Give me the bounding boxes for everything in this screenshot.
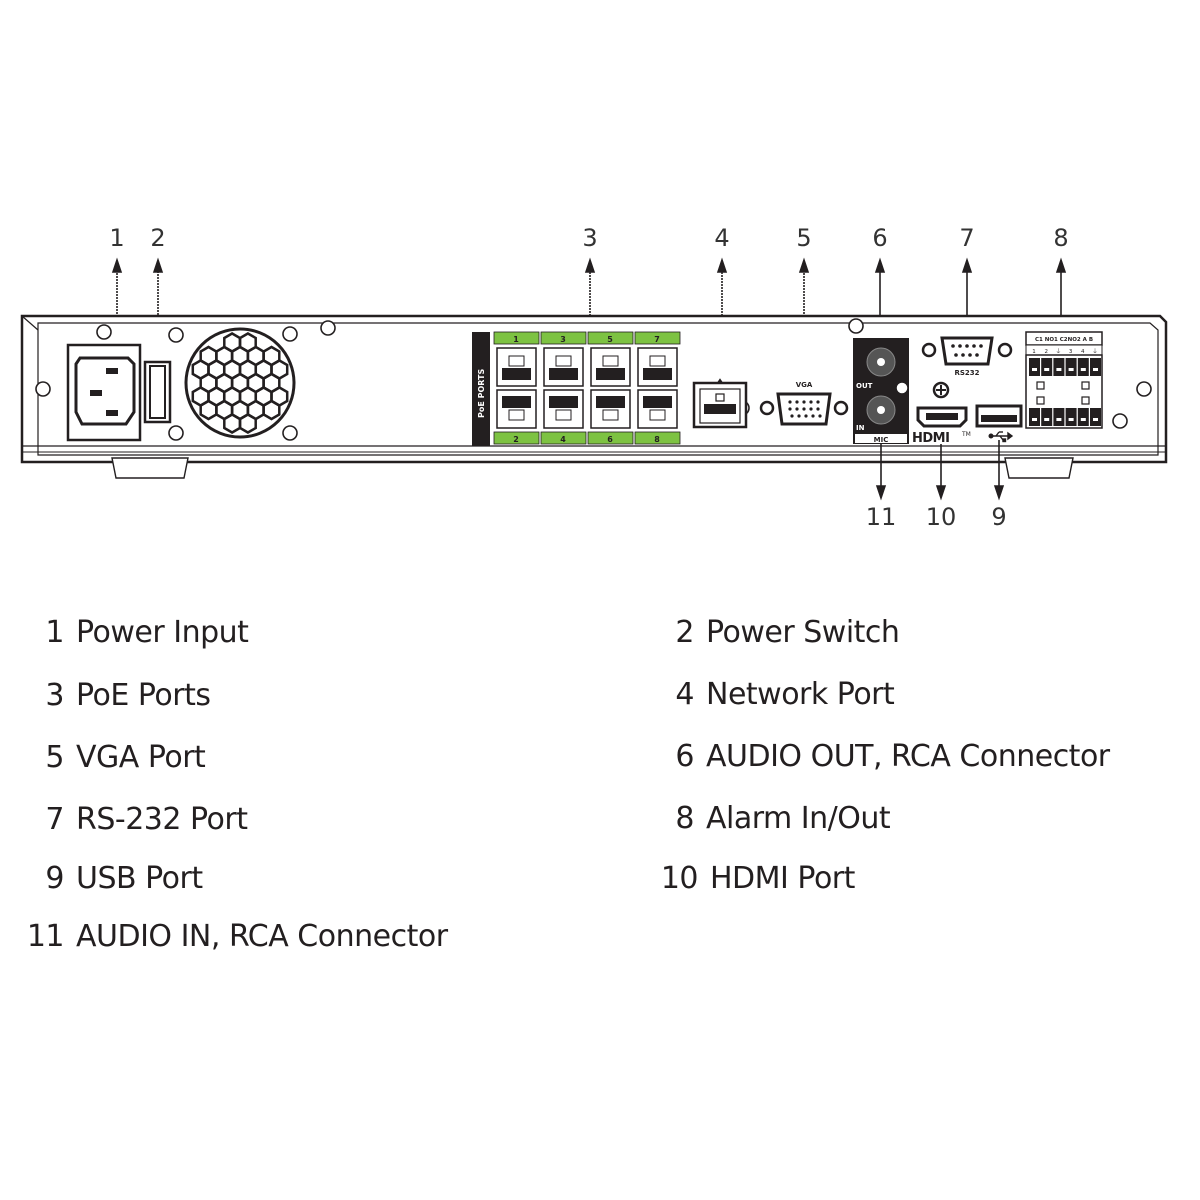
callout-6: 6 <box>872 224 887 252</box>
hdmi-port: HDMI TM <box>912 406 971 446</box>
legend-number: 10 <box>660 861 699 896</box>
callout-2: 2 <box>150 224 165 252</box>
legend-item-7: 7 RS-232 Port <box>20 802 248 838</box>
callout-1: 1 <box>109 224 124 252</box>
legend-label: HDMI Port <box>710 861 855 896</box>
alarm-pin-label: 1 <box>1032 349 1036 355</box>
legend-label: USB Port <box>76 861 203 896</box>
legend-label: Network Port <box>706 677 895 712</box>
callout-10: 10 <box>926 503 957 531</box>
legend-item-5: 5 VGA Port <box>20 740 205 776</box>
alarm-terminal <box>1041 358 1053 376</box>
legend-number: 4 <box>675 677 694 712</box>
poe-port-number: 2 <box>513 435 519 444</box>
alarm-terminal <box>1077 358 1089 376</box>
legend-label: Alarm In/Out <box>706 801 891 836</box>
callout-7: 7 <box>959 224 974 252</box>
power-switch <box>143 360 172 424</box>
alarm-terminal <box>1090 408 1101 426</box>
callout-11: 11 <box>866 503 897 531</box>
alarm-block: C1 NO1 C2NO2 A B 1 2 ⏚ 3 4 ⏚ <box>1025 331 1103 429</box>
mic-label: MIC <box>874 436 889 444</box>
legend-label: AUDIO OUT, RCA Connector <box>706 739 1110 774</box>
alarm-pin-label: ⏚ <box>1092 348 1098 355</box>
alarm-pin-label: 2 <box>1044 349 1048 355</box>
alarm-terminal <box>1090 358 1101 376</box>
poe-port-number: 7 <box>654 335 660 344</box>
legend-item-2: 2 Power Switch <box>650 615 900 651</box>
legend-item-4: 4 Network Port <box>650 677 894 713</box>
legend-item-11: 11 AUDIO IN, RCA Connector <box>20 919 448 955</box>
legend-number: 11 <box>26 919 65 954</box>
vga-port: VGA <box>759 381 849 426</box>
alarm-terminal <box>1065 408 1077 426</box>
poe-port-number: 4 <box>560 435 566 444</box>
legend-label: VGA Port <box>76 740 206 775</box>
audio-in-label: IN <box>856 424 865 432</box>
callout-9: 9 <box>991 503 1006 531</box>
poe-ports-label: PoE PORTS <box>477 368 486 418</box>
usb-port <box>975 404 1023 443</box>
legend-item-1: 1 Power Input <box>20 615 249 651</box>
usb-icon <box>988 431 1014 443</box>
callout-3: 3 <box>582 224 597 252</box>
rs232-label: RS232 <box>954 369 979 377</box>
legend-item-3: 3 PoE Ports <box>20 678 211 714</box>
alarm-terminal <box>1041 408 1053 426</box>
rs232-port: RS232 <box>921 336 1013 377</box>
alarm-terminal <box>1029 408 1040 426</box>
vga-label: VGA <box>796 381 813 389</box>
legend-label: Power Input <box>76 615 249 650</box>
poe-port-number: 6 <box>607 435 613 444</box>
legend-item-6: 6 AUDIO OUT, RCA Connector <box>650 739 1110 775</box>
legend-number: 2 <box>675 615 694 650</box>
alarm-pin-label: 3 <box>1069 349 1073 355</box>
legend-number: 5 <box>45 740 64 775</box>
hdmi-tm: TM <box>961 431 971 438</box>
legend-item-8: 8 Alarm In/Out <box>650 801 890 837</box>
legend-label: RS-232 Port <box>76 802 248 837</box>
fan-hex <box>238 413 257 434</box>
legend-number: 1 <box>45 615 64 650</box>
callouts-top: 1 2 3 4 5 6 7 8 <box>109 224 1068 252</box>
callout-8: 8 <box>1053 224 1068 252</box>
poe-ports-block: PoE PORTS 1 2 3 4 5 6 7 8 <box>472 331 681 446</box>
alarm-terminal <box>1053 358 1065 376</box>
legend-item-9: 9 USB Port <box>20 861 203 897</box>
alarm-pin-label: 4 <box>1081 349 1085 355</box>
poe-port-number: 8 <box>654 435 660 444</box>
audio-block: OUT IN MIC <box>853 338 909 444</box>
alarm-terminal <box>1065 358 1077 376</box>
hdmi-logo: HDMI <box>912 431 949 446</box>
leader-lines-bottom <box>875 440 1005 501</box>
poe-port-number: 5 <box>607 335 613 344</box>
alarm-terminal <box>1077 408 1089 426</box>
legend-item-10: 10 HDMI Port <box>654 861 856 897</box>
alarm-header-label: C1 NO1 C2NO2 A B <box>1035 337 1093 343</box>
legend-number: 8 <box>675 801 694 836</box>
network-port <box>692 378 748 429</box>
callout-5: 5 <box>796 224 811 252</box>
callout-4: 4 <box>714 224 729 252</box>
legend-label: PoE Ports <box>76 678 211 713</box>
fan-hex <box>262 399 281 421</box>
legend-number: 3 <box>45 678 64 713</box>
alarm-terminal <box>1029 358 1040 376</box>
legend-number: 7 <box>45 802 64 837</box>
audio-out-label: OUT <box>856 382 873 390</box>
fan-grille <box>184 327 296 439</box>
legend-number: 6 <box>675 739 694 774</box>
poe-port-number: 3 <box>560 335 566 344</box>
legend-label: Power Switch <box>706 615 900 650</box>
ground-screw <box>932 381 950 399</box>
callouts-bottom: 11 10 9 <box>866 503 1007 531</box>
rear-panel-diagram: 1 2 3 4 5 6 7 8 <box>20 224 1168 531</box>
alarm-terminal <box>1053 408 1065 426</box>
legend-label: AUDIO IN, RCA Connector <box>76 919 448 954</box>
legend-number: 9 <box>45 861 64 896</box>
power-input-socket <box>66 343 142 442</box>
alarm-pin-label: ⏚ <box>1056 348 1062 355</box>
poe-port-number: 1 <box>513 335 519 344</box>
